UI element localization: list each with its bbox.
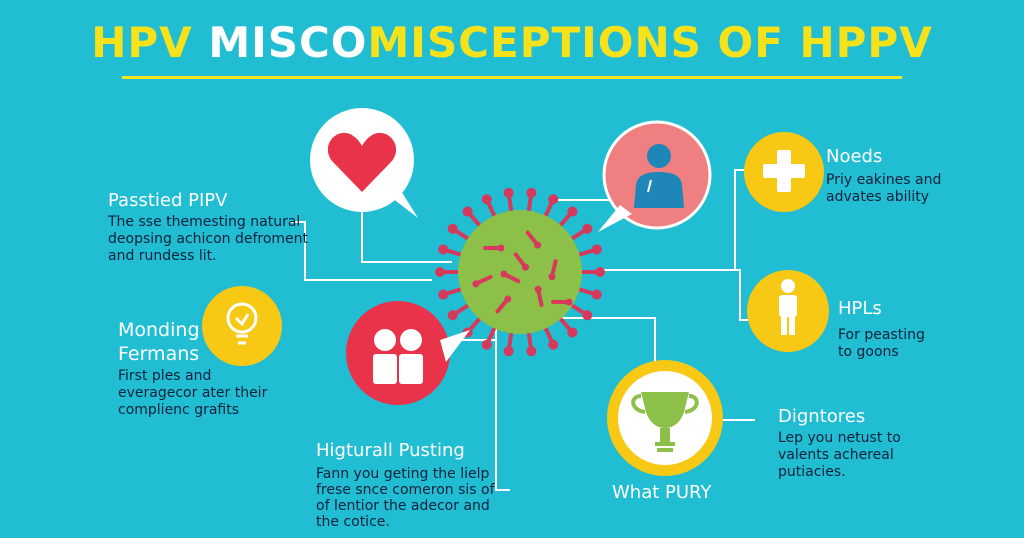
- left-top-line: The sse themesting natural: [108, 214, 301, 230]
- virus-spike-tip: [526, 187, 537, 198]
- virus-inner-dot: [472, 280, 480, 288]
- virus-inner-mark: [495, 298, 509, 314]
- left-middle-heading: Monding Fermans: [118, 318, 200, 366]
- virus-spike-tip: [447, 310, 458, 321]
- left-top-line: deopsing achicon defroment: [108, 231, 309, 247]
- connector-lines: [290, 169, 755, 491]
- virus-spike-tip: [435, 267, 445, 277]
- person-icon: [634, 144, 684, 208]
- title-part-1: HPV: [91, 18, 193, 67]
- connector-right-top: [734, 169, 748, 270]
- right-top-text: Priy eakines and advates ability: [826, 172, 941, 206]
- right-top-line: Priy eakines and: [826, 172, 942, 188]
- virus-spike-tip: [481, 194, 492, 205]
- virus-inner-dot: [565, 298, 573, 306]
- virus-inner-mark: [503, 272, 521, 284]
- virus-body: [458, 210, 582, 334]
- virus-spike-tip: [582, 223, 593, 234]
- right-bottom-heading: Digntores: [778, 406, 866, 427]
- virus-inner-dot: [500, 270, 508, 278]
- virus-spike-tip: [548, 339, 559, 350]
- left-middle-heading-line: Monding: [118, 319, 200, 341]
- connector-left-top: [290, 221, 432, 281]
- bottom-center-heading: Higturall Pusting: [316, 440, 465, 461]
- standing-person-icon: [779, 279, 797, 335]
- virus-inner-dot: [504, 295, 512, 303]
- connector-right-middle: [600, 269, 748, 321]
- virus-icon: [435, 187, 605, 357]
- bottom-center-line: of lentior the adecor and: [316, 498, 490, 514]
- right-bottom-text: Lep you netust to valents achereal putia…: [778, 430, 901, 481]
- virus-inner-dot: [521, 263, 529, 271]
- person-bubble: [598, 120, 712, 232]
- left-middle-line: First ples and: [118, 368, 212, 384]
- virus-spike-tip: [481, 339, 492, 350]
- virus-spike-tip: [438, 244, 449, 255]
- heart-bubble: [310, 108, 418, 218]
- plus-badge: [744, 132, 824, 212]
- trophy-icon: [631, 392, 699, 452]
- standing-person-badge: [747, 270, 829, 352]
- virus-spike-tip: [526, 346, 537, 357]
- virus-inner-dot: [497, 244, 505, 252]
- people-icon: [373, 329, 423, 384]
- left-top-line: and rundess lit.: [108, 248, 217, 264]
- virus-inner-mark: [525, 230, 539, 246]
- virus-inner-mark: [536, 289, 544, 307]
- left-middle-text: First ples and everagecor ater their com…: [118, 368, 267, 419]
- right-middle-heading: HPLs: [838, 298, 882, 319]
- virus-inner-dot: [534, 285, 542, 293]
- lightbulb-badge: [202, 286, 282, 366]
- virus-spike-tip: [462, 206, 473, 217]
- right-bottom-line: putiacies.: [778, 464, 846, 480]
- title-part-2: MISCO: [208, 18, 368, 67]
- virus-spike-tip: [438, 289, 449, 300]
- virus-spike-tip: [503, 187, 514, 198]
- virus-inner-mark: [550, 259, 558, 277]
- virus-spike-tip: [567, 206, 578, 217]
- virus-spike-tip: [548, 194, 559, 205]
- connector-bottom: [495, 282, 510, 491]
- right-bottom-line: valents achereal: [778, 447, 894, 463]
- plus-icon: [763, 150, 805, 192]
- lightbulb-icon: [226, 302, 258, 345]
- heart-icon: [327, 132, 397, 192]
- right-middle-line: to goons: [838, 344, 899, 360]
- connector-heart: [361, 208, 452, 263]
- left-middle-heading-line: Fermans: [118, 343, 200, 365]
- bottom-center-line: frese snce comeron sis of: [316, 482, 495, 498]
- left-top-text: The sse themesting natural deopsing achi…: [108, 214, 308, 265]
- virus-inner-dot: [534, 241, 542, 249]
- virus-spike-tip: [447, 223, 458, 234]
- trophy-label: What PURY: [612, 482, 712, 503]
- virus-spike-tip: [591, 289, 602, 300]
- right-top-line: advates ability: [826, 189, 930, 205]
- right-middle-line: For peasting: [838, 327, 925, 343]
- bottom-center-line: Fann you geting the lielp: [316, 466, 490, 482]
- right-top-heading: Noeds: [826, 146, 883, 167]
- virus-inner-mark: [475, 275, 493, 285]
- left-middle-line: complienc grafits: [118, 402, 240, 418]
- right-bottom-line: Lep you netust to: [778, 430, 901, 446]
- virus-spike-tip: [503, 346, 514, 357]
- virus-inner-dot: [548, 273, 556, 281]
- title-part-3: MISCEPTIONS OF HPPV: [367, 18, 933, 67]
- left-middle-line: everagecor ater their: [118, 385, 268, 401]
- virus-spike-tip: [582, 310, 593, 321]
- people-bubble: [346, 301, 470, 405]
- virus-inner-mark: [513, 252, 527, 268]
- bottom-center-text: Fann you geting the lielp frese snce com…: [316, 466, 495, 530]
- virus-spike-tip: [591, 244, 602, 255]
- left-top-heading: Passtied PIPV: [108, 190, 228, 211]
- title-underline: [122, 76, 902, 79]
- page-title: HPV MISCOMISCEPTIONS OF HPPV: [0, 18, 1024, 67]
- virus-spike-tip: [567, 327, 578, 338]
- bottom-center-line: the cotice.: [316, 514, 390, 530]
- virus-spike-tip: [595, 267, 605, 277]
- right-middle-text: For peasting to goons: [838, 327, 925, 361]
- trophy-badge: [607, 360, 723, 476]
